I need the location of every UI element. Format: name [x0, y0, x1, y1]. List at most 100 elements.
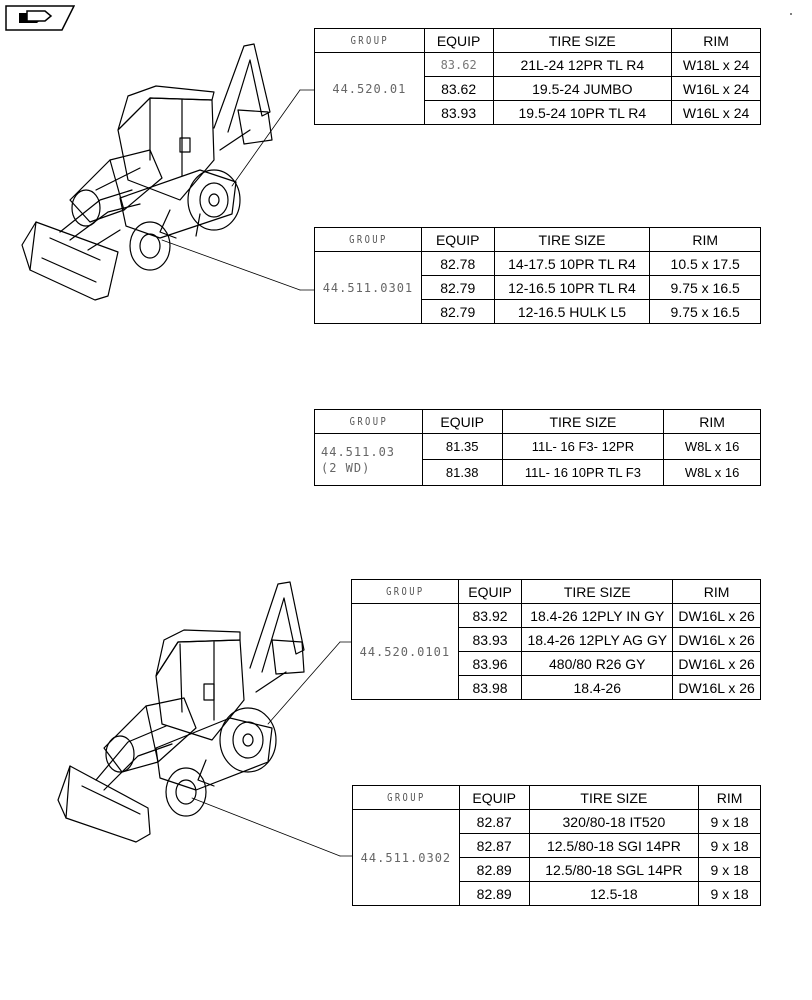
- table-row: 44.511.03 (2 WD) 81.35 11L- 16 F3- 12PR …: [314, 433, 761, 486]
- rim-cell: 9 x 18: [698, 881, 761, 906]
- backhoe-loader-illustration-bottom: [57, 581, 305, 843]
- tire-table-2: GROUP EQUIP TIRE SIZE RIM 44.511.0301 82…: [314, 227, 761, 324]
- group-code: 44.511.0302: [352, 809, 460, 906]
- rim-cell: W16L x 24: [671, 100, 761, 125]
- tire-size-cell: 12-16.5 HULK L5: [493, 299, 651, 324]
- rim-cell: 9 x 18: [698, 809, 761, 834]
- equip-cell: 83.93: [423, 100, 494, 125]
- table-row: 82.89 12.5/80-18 SGL 14PR 9 x 18: [353, 857, 761, 882]
- tire-size-cell: 12.5-18: [528, 881, 700, 906]
- rim-cell: W18L x 24: [671, 52, 761, 77]
- table-row: 44.511.0301 82.78 14-17.5 10PR TL R4 10.…: [314, 251, 761, 324]
- table-row: 82.79 12-16.5 HULK L5 9.75 x 16.5: [315, 299, 761, 324]
- header-equip: EQUIP: [423, 28, 494, 53]
- table-row: 83.98 18.4-26 DW16L x 26: [352, 675, 761, 700]
- header-equip: EQUIP: [421, 409, 503, 434]
- equip-cell: 82.87: [458, 833, 530, 858]
- table-header-row: GROUP EQUIP TIRE SIZE RIM: [352, 579, 761, 604]
- tire-size-cell: 14-17.5 10PR TL R4: [493, 251, 651, 276]
- header-group: GROUP: [324, 227, 412, 252]
- header-tire-size: TIRE SIZE: [521, 579, 674, 604]
- tire-size-cell: 21L-24 12PR TL R4: [492, 52, 673, 77]
- table-row: 44.520.0101 83.92 18.4-26 12PLY IN GY DW…: [351, 603, 761, 700]
- group-note: (2 WD): [321, 460, 371, 475]
- header-rim: RIM: [672, 579, 761, 604]
- tire-table-3: GROUP EQUIP TIRE SIZE RIM 44.511.03 (2 W…: [314, 409, 761, 486]
- table-header-row: GROUP EQUIP TIRE SIZE RIM: [315, 227, 761, 252]
- equip-cell: 81.35: [421, 433, 503, 460]
- backhoe-loader-illustration-top: [21, 43, 273, 301]
- tire-table-4: GROUP EQUIP TIRE SIZE RIM 44.520.0101 83…: [351, 579, 761, 700]
- header-tire-size: TIRE SIZE: [492, 28, 673, 53]
- tire-size-cell: 19.5-24 JUMBO: [492, 76, 673, 101]
- rim-cell: W8L x 16: [663, 433, 761, 460]
- header-group: GROUP: [361, 579, 448, 604]
- header-rim: RIM: [698, 785, 761, 810]
- header-rim: RIM: [663, 409, 761, 434]
- table-row: 83.96 480/80 R26 GY DW16L x 26: [352, 651, 761, 676]
- group-code-cell: 44.511.03 (2 WD): [314, 433, 423, 486]
- equip-cell: 82.87: [458, 809, 530, 834]
- tire-size-cell: 480/80 R26 GY: [521, 651, 674, 676]
- rim-cell: 10.5 x 17.5: [649, 251, 761, 276]
- tire-size-cell: 19.5-24 10PR TL R4: [492, 100, 673, 125]
- group-code: 44.511.03: [321, 444, 396, 459]
- equip-cell: 83.62: [423, 52, 494, 77]
- header-equip: EQUIP: [458, 785, 530, 810]
- rim-cell: DW16L x 26: [672, 651, 761, 676]
- equip-cell: 83.96: [457, 651, 523, 676]
- nav-back-button[interactable]: [5, 5, 75, 31]
- tire-size-cell: 18.4-26 12PLY AG GY: [521, 627, 674, 652]
- table-header-row: GROUP EQUIP TIRE SIZE RIM: [315, 28, 761, 53]
- header-equip: EQUIP: [457, 579, 523, 604]
- rim-cell: 9 x 18: [698, 833, 761, 858]
- equip-cell: 83.98: [457, 675, 523, 700]
- tire-table-1: GROUP EQUIP TIRE SIZE RIM 44.520.01 83.6…: [314, 28, 761, 125]
- rim-cell: 9.75 x 16.5: [649, 299, 761, 324]
- tire-size-cell: 18.4-26 12PLY IN GY: [521, 603, 674, 628]
- rim-cell: DW16L x 26: [672, 675, 761, 700]
- table-row: 44.520.01 83.62 21L-24 12PR TL R4 W18L x…: [314, 52, 761, 125]
- rim-cell: 9.75 x 16.5: [649, 275, 761, 300]
- equip-cell: 82.79: [420, 275, 495, 300]
- tire-table-5: GROUP EQUIP TIRE SIZE RIM 44.511.0302 82…: [352, 785, 761, 906]
- equip-cell: 83.93: [457, 627, 523, 652]
- header-rim: RIM: [649, 227, 761, 252]
- header-group: GROUP: [362, 785, 450, 810]
- tire-size-cell: 12.5/80-18 SGL 14PR: [528, 857, 700, 882]
- table-row: 81.38 11L- 16 10PR TL F3 W8L x 16: [315, 459, 761, 486]
- group-code: 44.520.01: [314, 52, 425, 125]
- book-arrow-icon: [19, 10, 53, 23]
- leader-lines: [161, 89, 353, 857]
- tire-size-cell: 11L- 16 F3- 12PR: [501, 433, 665, 460]
- rim-cell: DW16L x 26: [672, 603, 761, 628]
- equip-cell: 82.89: [458, 857, 530, 882]
- equip-cell: 83.92: [457, 603, 523, 628]
- equip-cell: 82.79: [420, 299, 495, 324]
- table-header-row: GROUP EQUIP TIRE SIZE RIM: [315, 409, 761, 434]
- header-tire-size: TIRE SIZE: [493, 227, 651, 252]
- header-group: GROUP: [324, 409, 412, 434]
- tire-size-cell: 12-16.5 10PR TL R4: [493, 275, 651, 300]
- group-code: 44.511.0301: [314, 251, 422, 324]
- rim-cell: 9 x 18: [698, 857, 761, 882]
- equip-cell: 82.78: [420, 251, 495, 276]
- equip-cell: 82.89: [458, 881, 530, 906]
- tire-size-cell: 320/80-18 IT520: [528, 809, 700, 834]
- header-tire-size: TIRE SIZE: [501, 409, 665, 434]
- table-row: 82.89 12.5-18 9 x 18: [353, 881, 761, 906]
- header-equip: EQUIP: [420, 227, 495, 252]
- tire-size-cell: 12.5/80-18 SGI 14PR: [528, 833, 700, 858]
- table-row: 82.87 12.5/80-18 SGI 14PR 9 x 18: [353, 833, 761, 858]
- rim-cell: DW16L x 26: [672, 627, 761, 652]
- tire-size-cell: 11L- 16 10PR TL F3: [501, 459, 665, 486]
- rim-cell: W16L x 24: [671, 76, 761, 101]
- header-rim: RIM: [671, 28, 761, 53]
- equip-cell: 81.38: [421, 459, 503, 486]
- group-code: 44.520.0101: [351, 603, 459, 700]
- table-header-row: GROUP EQUIP TIRE SIZE RIM: [353, 785, 761, 810]
- header-group: GROUP: [325, 28, 414, 53]
- table-row: 83.93 19.5-24 10PR TL R4 W16L x 24: [315, 100, 761, 125]
- header-tire-size: TIRE SIZE: [528, 785, 700, 810]
